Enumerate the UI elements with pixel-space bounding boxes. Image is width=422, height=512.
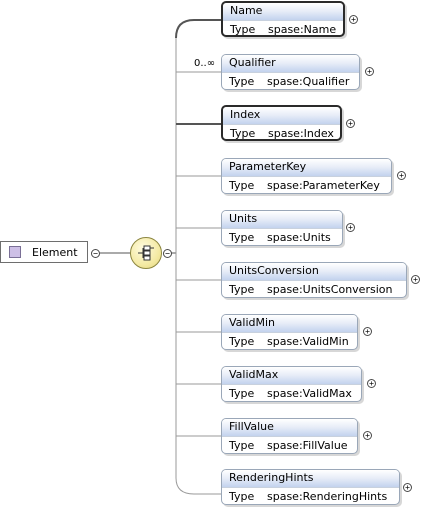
expand-icon[interactable]: + [397, 171, 406, 180]
expand-icon[interactable]: + [363, 327, 372, 336]
element-name: UnitsConversion [222, 263, 406, 281]
sequence-compositor-icon[interactable] [130, 237, 162, 269]
type-value: spase:ValidMax [267, 387, 352, 400]
type-label: Type [229, 179, 255, 192]
type-label: Type [229, 75, 255, 88]
child-element-parameterkey[interactable]: ParameterKey Type spase:ParameterKey [221, 158, 392, 194]
expand-icon[interactable]: + [411, 275, 420, 284]
element-icon [9, 246, 21, 258]
type-value: spase:FillValue [267, 439, 348, 452]
collapse-icon[interactable]: − [91, 249, 100, 258]
element-name: ValidMin [222, 315, 357, 333]
expand-icon[interactable]: + [346, 223, 355, 232]
type-value: spase:Qualifier [267, 75, 350, 88]
root-element-box[interactable]: Element [0, 241, 88, 263]
type-label: Type [230, 23, 256, 36]
child-element-validmax[interactable]: ValidMax Type spase:ValidMax [221, 366, 362, 402]
child-element-units[interactable]: Units Type spase:Units [221, 210, 343, 246]
type-label: Type [230, 127, 256, 140]
root-element-label: Element [32, 245, 78, 259]
expand-icon[interactable]: + [363, 431, 372, 440]
type-label: Type [229, 335, 255, 348]
type-value: spase:ParameterKey [267, 179, 380, 192]
element-name: RenderingHints [222, 470, 399, 488]
type-value: spase:Index [268, 127, 334, 140]
child-element-fillvalue[interactable]: FillValue Type spase:FillValue [221, 418, 358, 454]
child-element-renderinghints[interactable]: RenderingHints Type spase:RenderingHints [221, 469, 400, 505]
expand-icon[interactable]: + [349, 15, 358, 24]
element-name: Qualifier [222, 55, 359, 73]
child-element-validmin[interactable]: ValidMin Type spase:ValidMin [221, 314, 358, 350]
expand-icon[interactable]: + [346, 119, 355, 128]
element-name: ValidMax [222, 367, 361, 385]
type-value: spase:UnitsConversion [267, 283, 393, 296]
element-name: ParameterKey [222, 159, 391, 177]
expand-icon[interactable]: + [403, 483, 412, 492]
type-value: spase:ValidMin [267, 335, 349, 348]
element-name: Index [223, 107, 340, 125]
child-element-index[interactable]: Index Type spase:Index [221, 105, 342, 141]
type-label: Type [229, 387, 255, 400]
element-name: Name [223, 3, 343, 21]
element-name: FillValue [222, 419, 357, 437]
type-label: Type [229, 490, 255, 503]
expand-icon[interactable]: + [367, 379, 376, 388]
type-value: spase:Name [268, 23, 337, 36]
child-element-qualifier[interactable]: Qualifier Type spase:Qualifier [221, 54, 360, 90]
element-name: Units [222, 211, 342, 229]
child-element-unitsconversion[interactable]: UnitsConversion Type spase:UnitsConversio… [221, 262, 407, 298]
expand-icon[interactable]: + [365, 67, 374, 76]
type-value: spase:Units [267, 231, 331, 244]
type-label: Type [229, 231, 255, 244]
collapse-icon[interactable]: − [163, 249, 172, 258]
type-value: spase:RenderingHints [267, 490, 388, 503]
type-label: Type [229, 439, 255, 452]
occurrence-label: 0..∞ [194, 58, 216, 69]
child-element-name[interactable]: Name Type spase:Name [221, 1, 345, 37]
type-label: Type [229, 283, 255, 296]
